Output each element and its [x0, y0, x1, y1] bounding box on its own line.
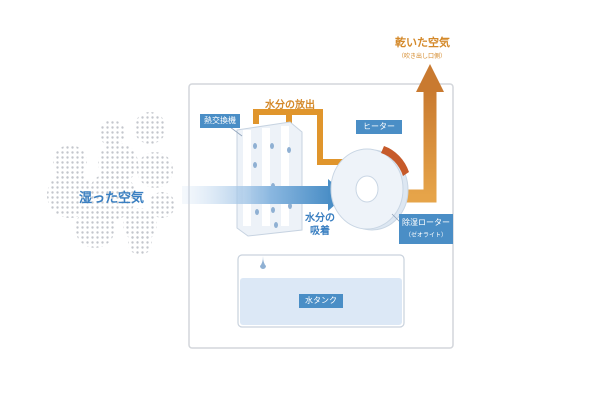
dehumidifier-rotor [330, 146, 409, 231]
water-tank-tag: 水タンク [299, 294, 343, 308]
rotor-tag: 除湿ローター （ゼオライト） [399, 214, 453, 244]
rotor-tag-line1: 除湿ローター [402, 218, 450, 227]
heater-element [381, 146, 409, 176]
leader-lines [229, 126, 401, 223]
heat-exchanger-tag: 熱交換機 [200, 114, 240, 128]
humid-air-cloud [47, 112, 175, 255]
water-absorb-label: 水分の 吸着 [305, 212, 335, 238]
water-absorb-label-line2: 吸着 [310, 226, 330, 237]
dry-air-label: 乾いた空気 [395, 36, 450, 49]
rotor-tag-line2: （ゼオライト） [404, 232, 447, 239]
dry-air-duct [403, 90, 437, 203]
water-tank [237, 254, 405, 328]
heater-tag: ヒーター [356, 120, 402, 134]
heat-exchanger [236, 121, 303, 237]
dry-air-sublabel: （吹き出し口側） [398, 53, 447, 60]
water-drip [260, 256, 266, 269]
humid-air-label: 湿った空気 [79, 191, 145, 206]
water-release-label: 水分の放出 [265, 100, 315, 111]
dry-air-arrowhead [416, 64, 444, 92]
water-absorb-label-line1: 水分の [305, 213, 335, 224]
